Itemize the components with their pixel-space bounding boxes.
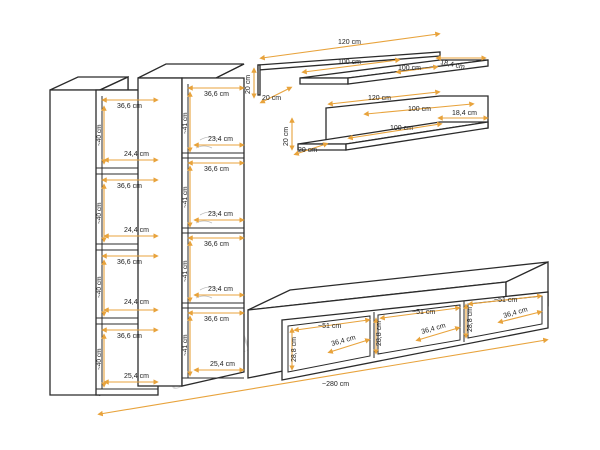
bottom-wall-shelf [297,95,489,151]
bottom-shelf-depth-right: 18,4 cm [452,110,477,117]
total-width-label: ~280 cm [322,381,349,388]
right-c3-width: 36,6 cm [204,241,229,248]
top-shelf-width-inner-right: 100 cm [398,65,421,72]
right-c4-width: 36,6 cm [204,316,229,323]
dimension-lines [97,31,549,417]
tv-height-left: 28,8 cm [291,337,298,362]
bottom-shelf-depth-left: 20 cm [298,147,317,154]
right-c2-depth: 23,4 cm [208,211,233,218]
left-c4-height: ~40 cm [96,349,103,371]
right-c1-width: 36,6 cm [204,91,229,98]
right-c1-height: ~41 cm [182,113,189,135]
left-c2-width: 36,6 cm [117,183,142,190]
bottom-shelf-height: 20 cm [283,127,290,146]
tv-c1-width: ~51 cm [318,323,341,330]
right-c4-depth: 25,4 cm [210,361,235,368]
top-shelf-depth-left: 20 cm [262,95,281,102]
tv-c3-width: ~51 cm [494,297,517,304]
right-c3-depth: 23,4 cm [208,286,233,293]
left-c1-width: 36,6 cm [117,103,142,110]
left-c4-width: 36,6 cm [117,333,142,340]
tv-c2-height: 28,8 cm [467,307,474,332]
top-shelf-height: 20 cm [245,75,252,94]
top-shelf-width-outer: 120 cm [338,39,361,46]
left-c1-depth: 24,4 cm [124,151,149,158]
right-cabinet [137,63,245,387]
right-c2-width: 36,6 cm [204,166,229,173]
bottom-shelf-width-inner-bottom: 100 cm [390,125,413,132]
right-c2-height: ~41 cm [182,187,189,209]
right-c1-depth: 23,4 cm [208,136,233,143]
left-c4-depth: 25,4 cm [124,373,149,380]
top-shelf-width-inner-left: 100 cm [338,59,361,66]
tv-c1-height: 28,8 cm [376,321,383,346]
left-c3-height: ~40 cm [96,277,103,299]
left-c3-width: 36,6 cm [117,259,142,266]
left-c3-depth: 24,4 cm [124,299,149,306]
left-c2-depth: 24,4 cm [124,227,149,234]
right-c3-height: ~41 cm [182,261,189,283]
left-c1-height: ~40 cm [96,125,103,147]
right-c4-height: ~41 cm [182,335,189,357]
tv-c2-width: ~51 cm [412,309,435,316]
bottom-shelf-width-outer: 120 cm [368,95,391,102]
bottom-shelf-width-inner-top: 100 cm [408,106,431,113]
left-c2-height: ~40 cm [96,203,103,225]
